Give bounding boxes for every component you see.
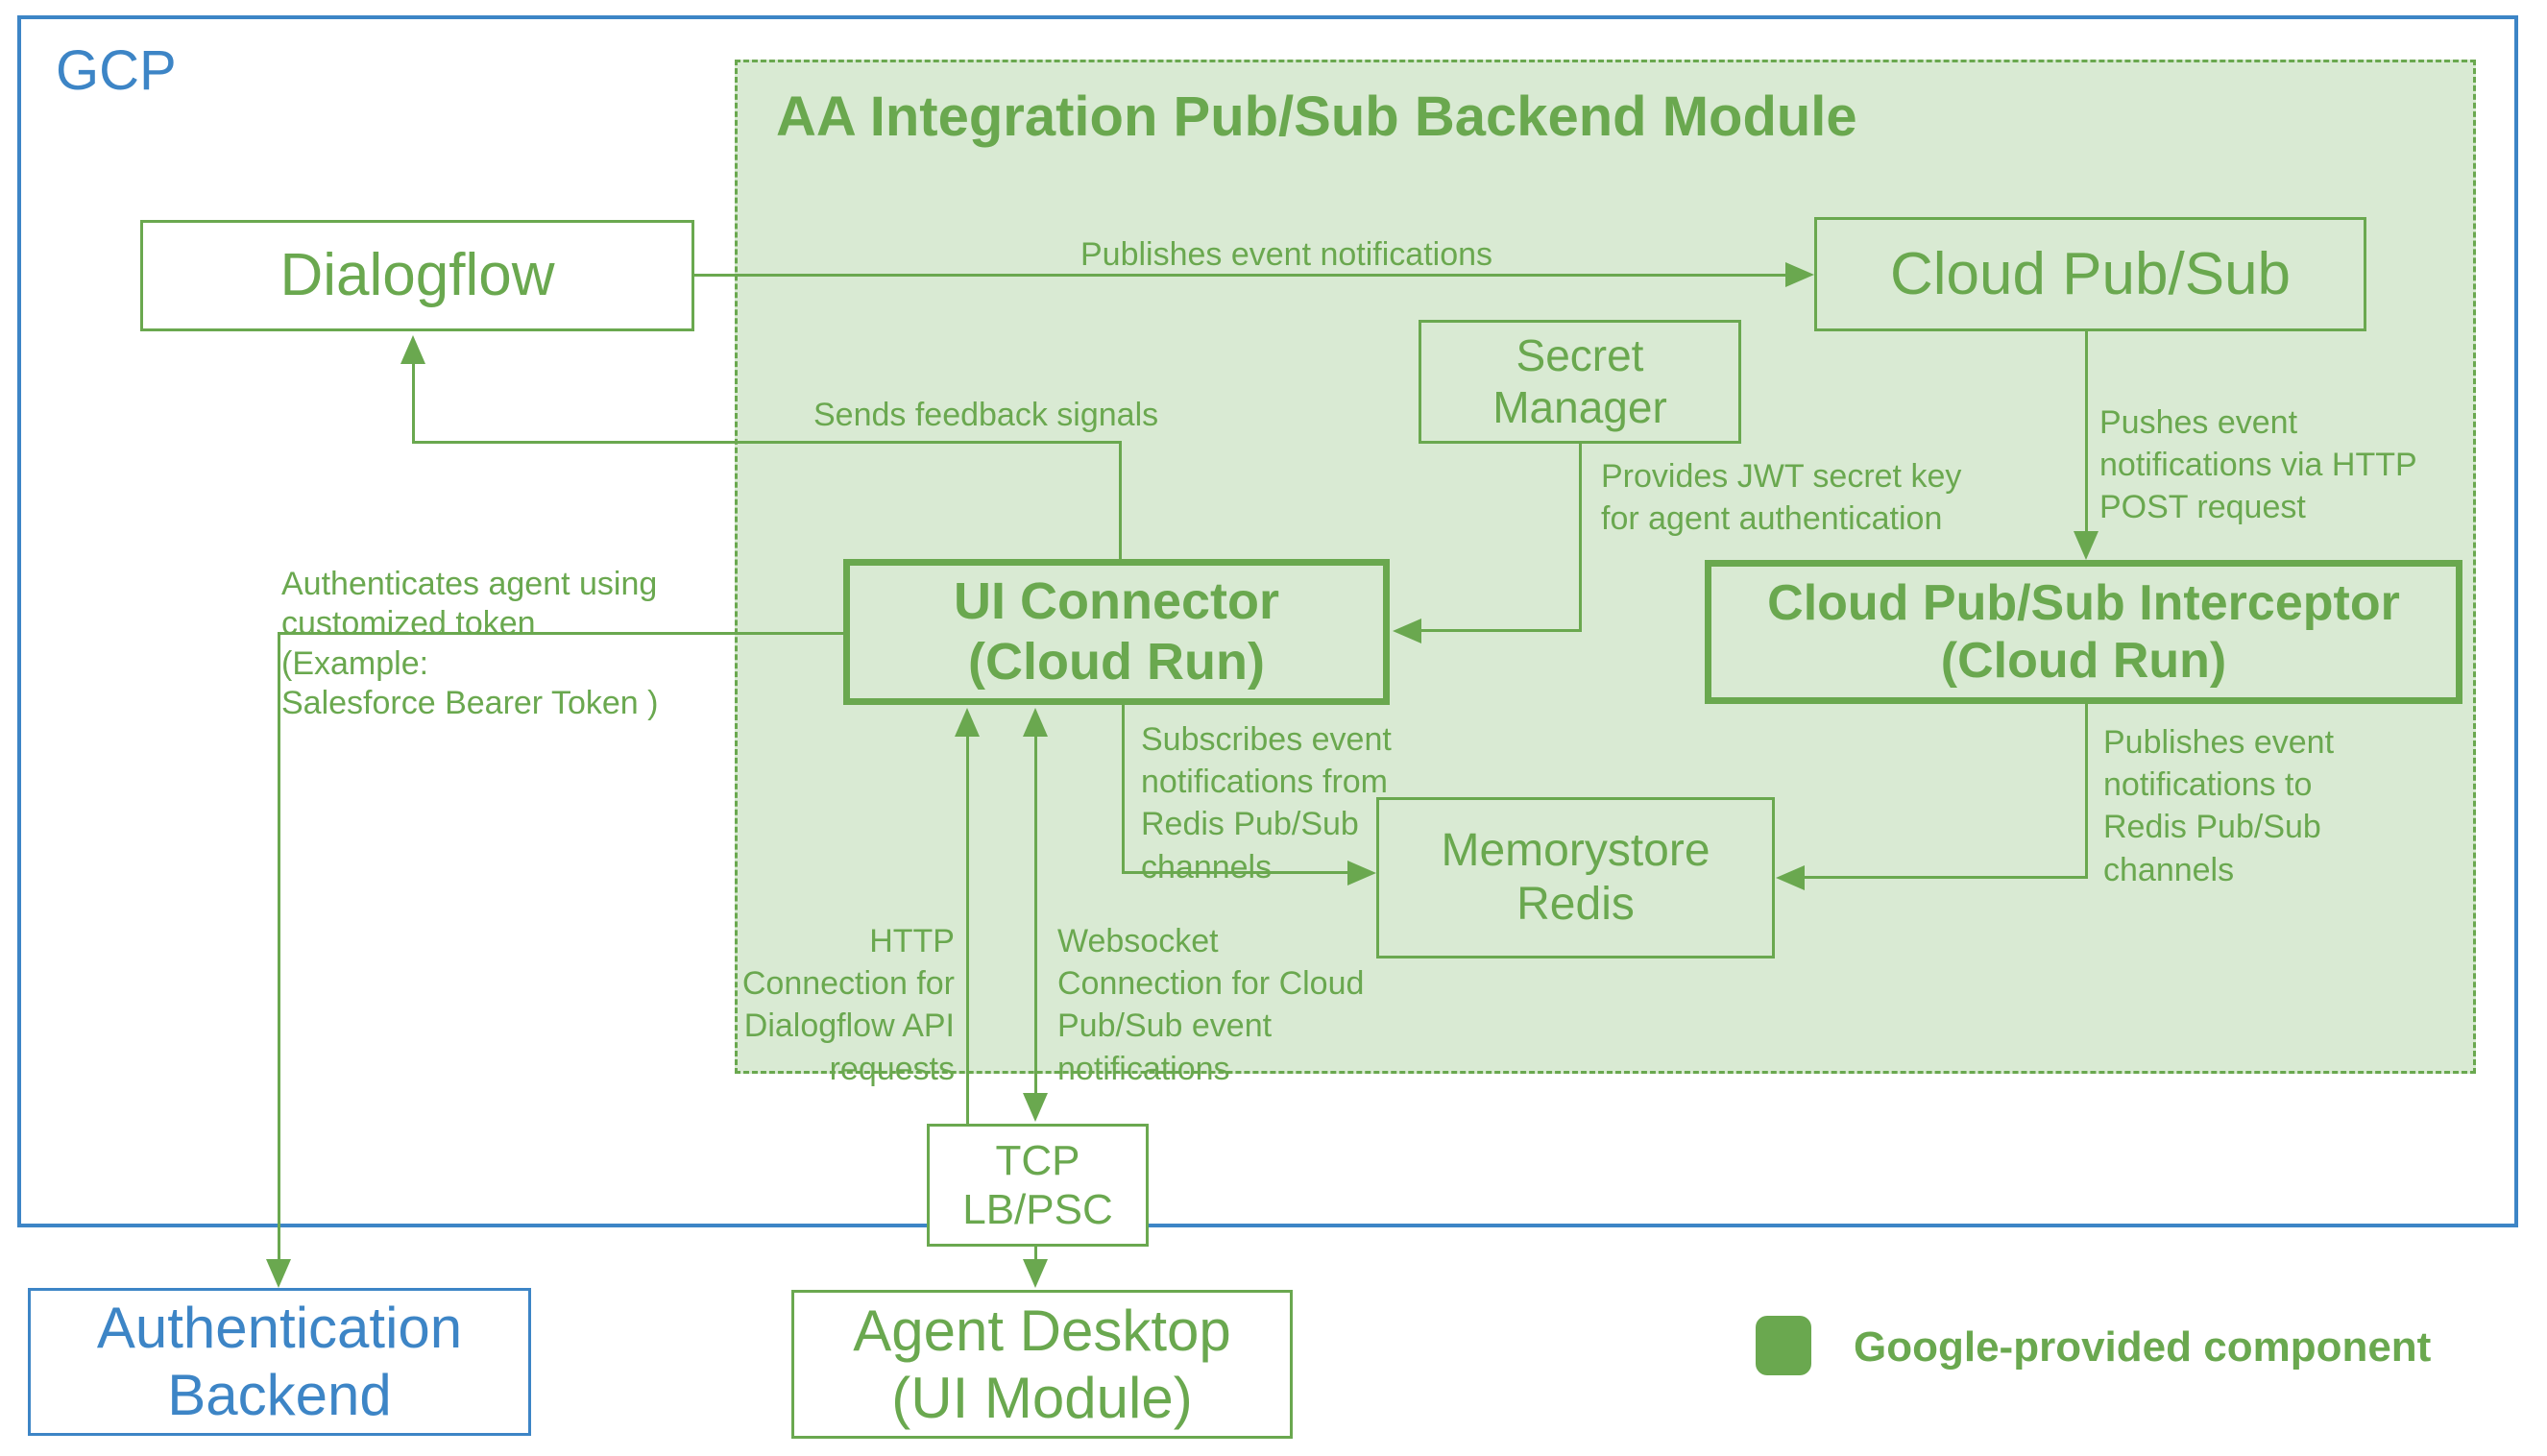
arrowhead-into-agent-desktop (1023, 1259, 1048, 1288)
arrowhead-http-into-ui-connector (955, 708, 980, 737)
edge-auth-horizontal (278, 632, 843, 635)
label-provides-jwt: Provides JWT secret key for agent authen… (1601, 458, 1962, 538)
label-http-connection: HTTP Connection for Dialogflow API reque… (741, 923, 955, 1087)
arrowhead-into-auth-backend (266, 1259, 291, 1288)
edge-dialogflow-to-pubsub (694, 274, 1789, 277)
edge-publishes-redis-horizontal (1798, 876, 2088, 879)
node-agent-desktop: Agent Desktop (UI Module) (791, 1290, 1293, 1439)
label-subscribes: Subscribes event notifications from Redi… (1141, 721, 1392, 886)
pubsub-backend-module-region (735, 60, 2476, 1074)
arrowhead-websocket-into-ui-connector (1023, 708, 1048, 737)
edge-websocket-vertical (1034, 733, 1037, 1093)
legend-google-component-label: Google-provided component (1854, 1323, 2432, 1371)
edge-subscribes-horizontal (1122, 871, 1349, 874)
edge-tcp-to-agent-vertical (1034, 1247, 1037, 1261)
gcp-boundary (17, 15, 2518, 1227)
arrowhead-into-interceptor (2074, 531, 2098, 560)
arrowhead-into-memorystore-left (1347, 861, 1376, 886)
label-sends-feedback: Sends feedback signals (813, 397, 1159, 433)
label-websocket-connection: Websocket Connection for Cloud Pub/Sub e… (1057, 923, 1365, 1087)
gcp-label: GCP (56, 39, 177, 102)
edge-feedback-drop (1119, 441, 1122, 559)
label-publishes-event: Publishes event notifications (1080, 236, 1493, 273)
arrowhead-into-ui-connector (1393, 619, 1421, 643)
arrowhead-into-dialogflow (400, 335, 425, 364)
edge-secret-manager-vertical (1579, 444, 1582, 632)
edge-http-vertical (966, 733, 969, 1124)
edge-auth-vertical (278, 632, 280, 1261)
node-secret-manager: Secret Manager (1419, 320, 1741, 444)
node-cloud-pubsub: Cloud Pub/Sub (1814, 217, 2366, 331)
legend-google-component-swatch (1756, 1316, 1811, 1375)
node-dialogflow: Dialogflow (140, 220, 694, 331)
edge-secret-manager-horizontal (1412, 629, 1581, 632)
node-interceptor: Cloud Pub/Sub Interceptor (Cloud Run) (1705, 560, 2462, 704)
node-auth-backend: Authentication Backend (28, 1288, 531, 1436)
edge-pushes-vertical (2085, 331, 2088, 533)
arrowhead-websocket-into-tcp (1023, 1093, 1048, 1122)
edge-subscribes-vertical (1122, 705, 1125, 874)
node-tcp-lb-psc: TCP LB/PSC (927, 1124, 1149, 1247)
edge-feedback-horizontal (412, 441, 1122, 444)
label-authenticates: Authenticates agent using customized tok… (281, 566, 659, 722)
arrowhead-into-cloud-pubsub (1785, 262, 1814, 287)
node-ui-connector: UI Connector (Cloud Run) (843, 559, 1390, 705)
edge-publishes-redis-vertical (2085, 704, 2088, 879)
edge-feedback-vertical (412, 360, 415, 444)
module-title: AA Integration Pub/Sub Backend Module (776, 85, 1857, 148)
label-publishes-redis: Publishes event notifications to Redis P… (2103, 724, 2335, 888)
arrowhead-into-memorystore-right (1776, 865, 1805, 890)
node-memorystore-redis: Memorystore Redis (1376, 797, 1775, 959)
label-pushes-event: Pushes event notifications via HTTP POST… (2099, 404, 2417, 526)
